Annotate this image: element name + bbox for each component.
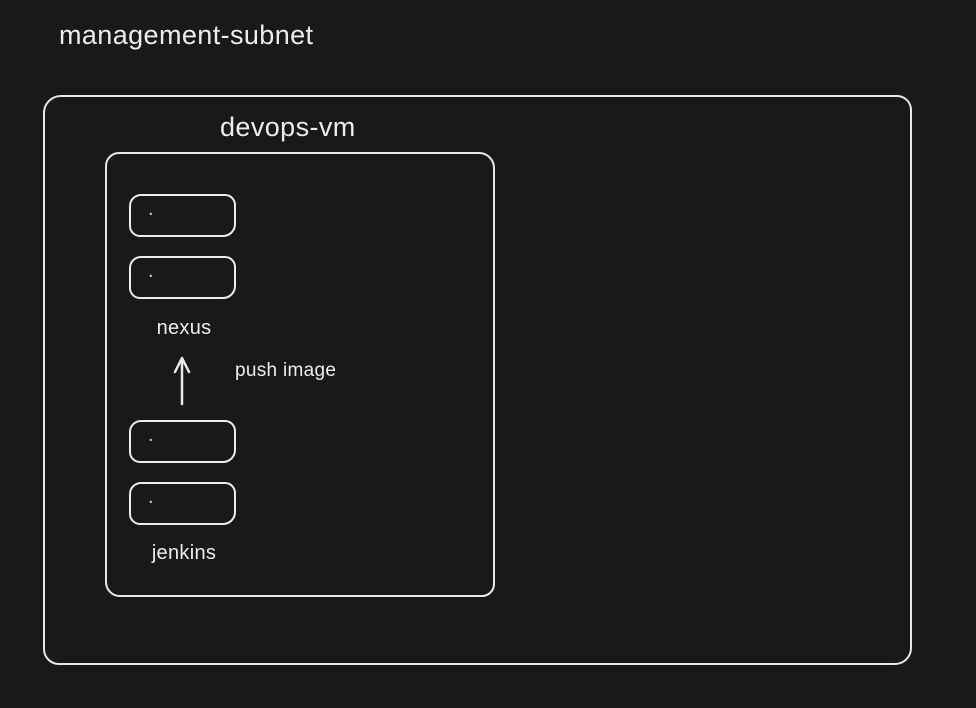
subnet-box (43, 95, 912, 665)
container-dot: . (148, 424, 154, 446)
arrow-up-icon (173, 356, 191, 406)
nexus-container-1: . (129, 194, 236, 237)
jenkins-label: jenkins (151, 542, 217, 564)
jenkins-container-1: . (129, 420, 236, 463)
push-arrow (167, 351, 197, 409)
vm-box (105, 152, 495, 597)
container-dot: . (148, 486, 154, 508)
subnet-title: management-subnet (59, 20, 314, 50)
vm-title: devops-vm (220, 112, 356, 142)
nexus-label: nexus (156, 317, 212, 339)
jenkins-container-2: . (129, 482, 236, 525)
container-dot: . (148, 198, 154, 220)
push-image-label: push image (235, 360, 337, 381)
container-dot: . (148, 260, 154, 282)
nexus-container-2: . (129, 256, 236, 299)
